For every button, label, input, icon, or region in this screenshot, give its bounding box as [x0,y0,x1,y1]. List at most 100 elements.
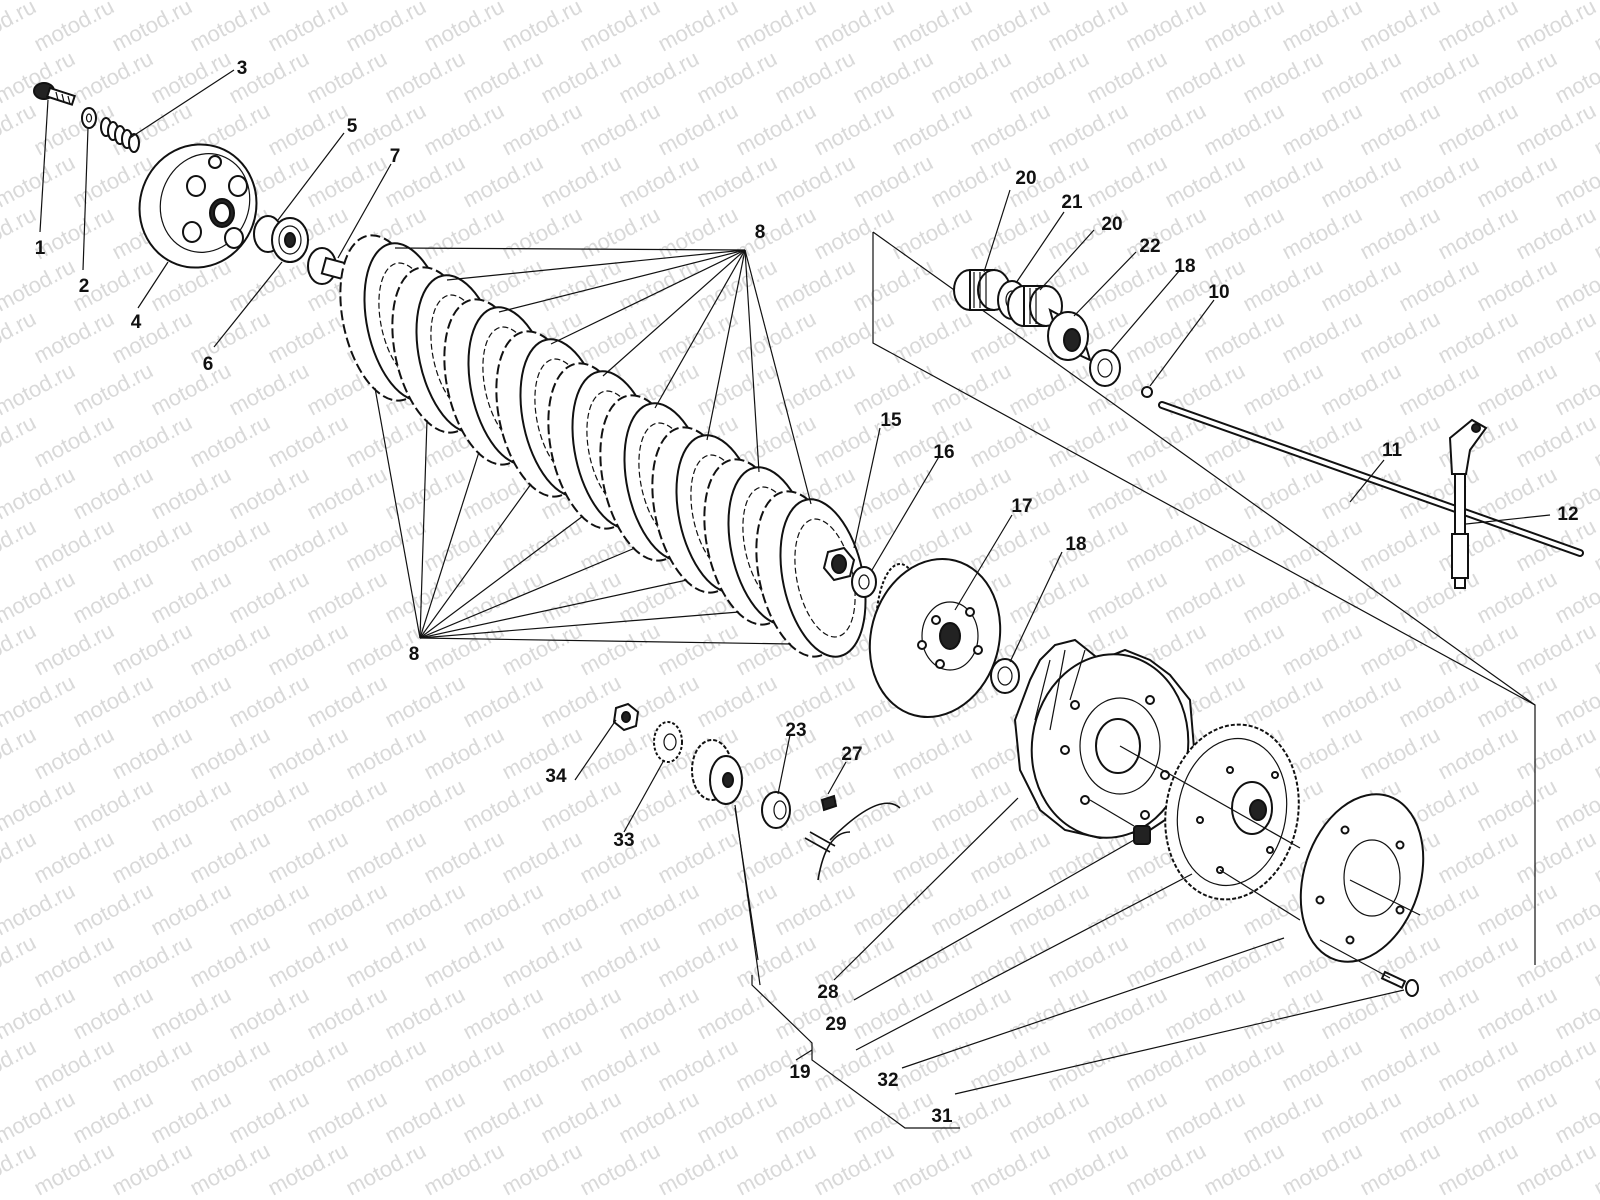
watermark-text: motod.ru [1356,98,1444,161]
watermark-text: motod.ru [225,774,313,837]
watermark-text: motod.ru [459,1086,547,1149]
watermark-text: motod.ru [420,0,508,56]
watermark-text: motod.ru [615,1086,703,1149]
watermark-text: motod.ru [498,618,586,681]
callout-10: 10 [1208,282,1229,303]
watermark-text: motod.ru [147,358,235,421]
watermark-text: motod.ru [1551,1086,1600,1149]
watermark-text: motod.ru [1239,670,1327,733]
watermark-text: motod.ru [1395,566,1483,629]
watermark-text: motod.ru [30,410,118,473]
watermark-text: motod.ru [1161,1086,1249,1149]
watermark-text: motod.ru [342,1138,430,1200]
watermark-text: motod.ru [810,1138,898,1200]
watermark-text: motod.ru [537,878,625,941]
watermark-text: motod.ru [381,774,469,837]
watermark-text: motod.ru [69,774,157,837]
clutch-plate [755,490,867,658]
watermark-text: motod.ru [849,46,937,109]
watermark-text: motod.ru [1395,358,1483,421]
callout-20-lower: 20 [1101,214,1122,235]
watermark-text: motod.ru [1200,202,1288,265]
watermark-text: motod.ru [1200,0,1288,56]
watermark-text: motod.ru [1512,618,1600,681]
watermark-text: motod.ru [654,618,742,681]
callout-12: 12 [1557,504,1578,525]
watermark-text: motod.ru [264,1138,352,1200]
watermark-text: motod.ru [498,0,586,56]
watermark-text: motod.ru [108,722,196,785]
watermark-text: motod.ru [1512,826,1600,889]
watermark-text: motod.ru [1434,1138,1522,1200]
watermark-text: motod.ru [108,306,196,369]
callout-18-lower: 18 [1065,534,1086,555]
watermark-text: motod.ru [732,98,820,161]
watermark-text: motod.ru [303,774,391,837]
callout-11: 11 [1382,440,1403,461]
watermark-text: motod.ru [303,462,391,525]
watermark-text: motod.ru [1278,0,1366,56]
part-17-clutch-hub [868,557,1002,719]
watermark-text: motod.ru [1161,462,1249,525]
watermark-text: motod.ru [1122,98,1210,161]
watermark-text: motod.ru [537,670,625,733]
watermark-text: motod.ru [225,462,313,525]
watermark-text: motod.ru [1161,0,1249,4]
watermark-text: motod.ru [459,0,547,4]
watermark-text: motod.ru [693,150,781,213]
watermark-text: motod.ru [264,722,352,785]
watermark-text: motod.ru [0,618,40,681]
watermark-text: motod.ru [1278,98,1366,161]
watermark-text: motod.ru [69,1086,157,1149]
watermark-text: motod.ru [1005,878,1093,941]
watermark-text: motod.ru [1551,774,1600,837]
watermark-text: motod.ru [1005,0,1093,4]
watermark-text: motod.ru [1434,98,1522,161]
watermark-text: motod.ru [1044,1034,1132,1097]
watermark-text: motod.ru [1551,878,1600,941]
watermark-text: motod.ru [693,0,781,4]
watermark-text: motod.ru [498,930,586,993]
part-12-release-lever [1448,418,1488,589]
part-32-driven-gear [1164,723,1300,901]
watermark-text: motod.ru [264,618,352,681]
watermark-text: motod.ru [654,306,742,369]
watermark-text: motod.ru [1044,410,1132,473]
watermark-text: motod.ru [1512,0,1600,56]
watermark-text: motod.ru [303,982,391,1045]
watermark-text: motod.ru [147,0,235,4]
watermark-text: motod.ru [0,1138,40,1200]
part-11-pushrod [1158,401,1584,557]
watermark-text: motod.ru [1512,306,1600,369]
watermark-text: motod.ru [69,982,157,1045]
watermark-text: motod.ru [888,202,976,265]
watermark-text: motod.ru [1200,930,1288,993]
watermark-text: motod.ru [693,878,781,941]
watermark-text: motod.ru [810,202,898,265]
watermark-text: motod.ru [1239,566,1327,629]
watermark-text: motod.ru [927,150,1015,213]
watermark-text: motod.ru [537,0,625,4]
watermark-text: motod.ru [1161,150,1249,213]
watermark-text: motod.ru [498,1034,586,1097]
watermark-text: motod.ru [1434,0,1522,56]
watermark-text: motod.ru [537,150,625,213]
callout-5: 5 [347,116,358,137]
watermark-text: motod.ru [0,514,40,577]
watermark-text: motod.ru [1005,982,1093,1045]
callout-6: 6 [203,354,214,375]
watermark-text: motod.ru [810,306,898,369]
watermark-text: motod.ru [1044,1138,1132,1200]
watermark-text: motod.ru [69,358,157,421]
watermark-text: motod.ru [0,1034,40,1097]
watermark-text: motod.ru [108,0,196,56]
callout-8-top: 8 [755,222,766,243]
callout-29: 29 [825,1014,846,1035]
watermark-text: motod.ru [342,0,430,56]
watermark-text: motod.ru [576,98,664,161]
watermark-text: motod.ru [1200,98,1288,161]
watermark-text: motod.ru [576,618,664,681]
watermark-text: motod.ru [147,566,235,629]
watermark-text: motod.ru [30,306,118,369]
